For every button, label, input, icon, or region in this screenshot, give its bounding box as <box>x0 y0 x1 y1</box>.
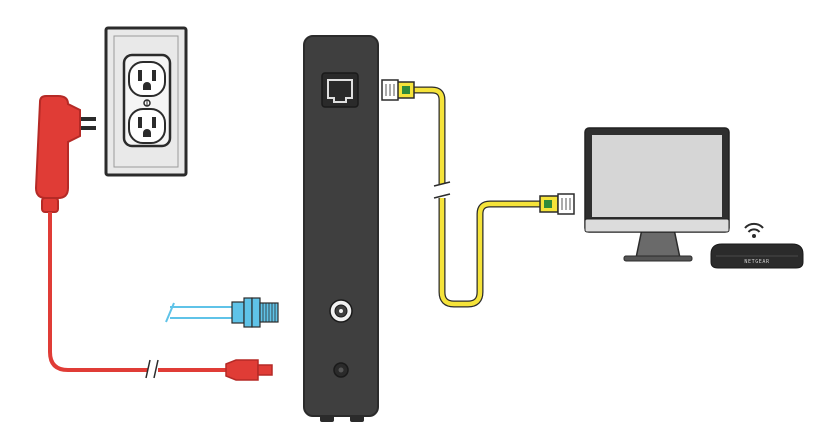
power-cable-icon <box>48 212 273 381</box>
power-plug-icon <box>225 359 273 381</box>
cable-modem-icon <box>303 35 379 422</box>
ethernet-cable-icon <box>381 79 575 308</box>
outlet-receptacle-top-icon <box>128 61 166 97</box>
modem-power-port-icon <box>333 362 349 378</box>
modem-ethernet-port-icon <box>321 72 359 108</box>
modem-coax-port-icon <box>329 299 353 323</box>
wifi-signal-icon <box>744 222 764 238</box>
wifi-router-icon: NETGEAR <box>710 222 804 269</box>
router-brand-label: NETGEAR <box>744 259 770 265</box>
coaxial-cable-icon <box>165 297 279 328</box>
computer-monitor-icon <box>584 127 730 262</box>
coax-connector-icon <box>231 297 279 328</box>
rj45-connector-computer-icon <box>539 193 575 215</box>
outlet-receptacle-bottom-icon <box>128 108 166 144</box>
power-adapter-icon <box>34 95 96 213</box>
wall-outlet-icon <box>104 26 188 177</box>
rj45-connector-modem-icon <box>381 79 415 101</box>
